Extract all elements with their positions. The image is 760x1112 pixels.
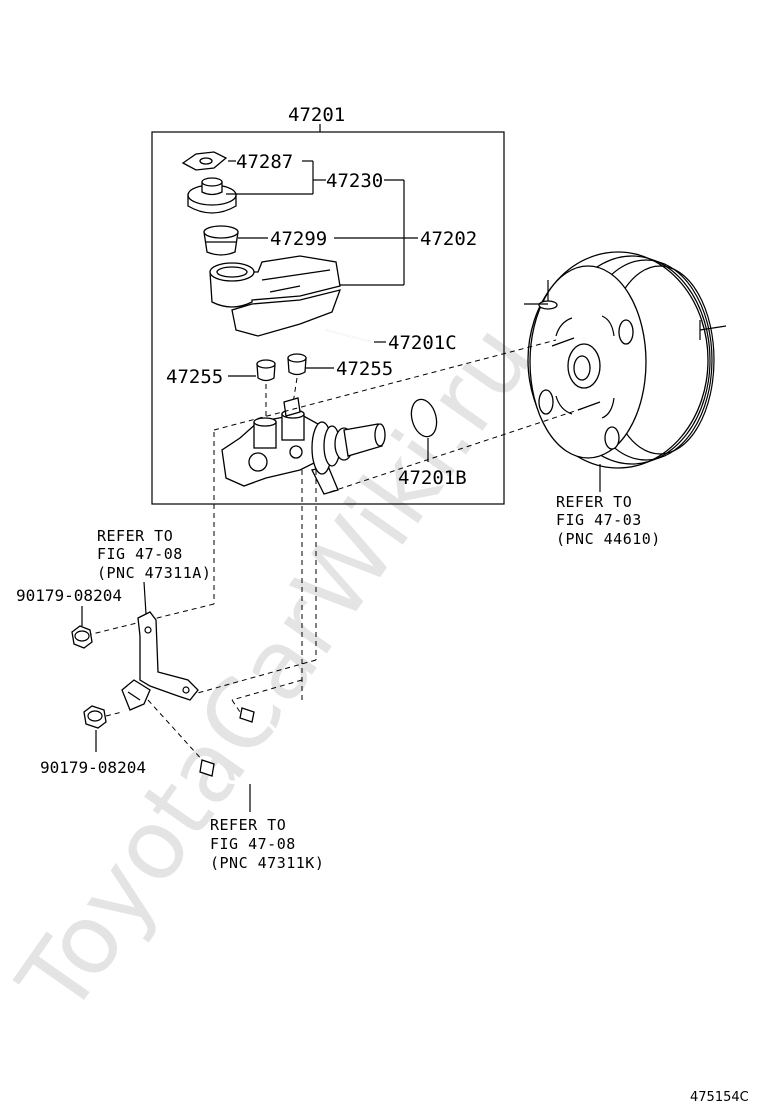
label-47230[interactable]: 47230 — [326, 170, 383, 192]
ref-bottom-line2[interactable]: FIG 47-08 — [210, 835, 296, 853]
label-47202[interactable]: 47202 — [420, 228, 477, 250]
strainer-47299[interactable] — [203, 225, 239, 256]
watermark: ToyotaCarWiki.ru — [0, 305, 554, 1034]
gasket-47287[interactable] — [181, 151, 228, 171]
pin-47201C[interactable] — [325, 329, 373, 343]
label-47201C[interactable]: 47201C — [388, 332, 457, 354]
master-cylinder-body[interactable] — [221, 397, 386, 495]
label-47201[interactable]: 47201 — [288, 104, 345, 126]
nut-top[interactable] — [71, 625, 93, 649]
ref-bottom-line3[interactable]: (PNC 47311K) — [210, 854, 324, 872]
brake-booster[interactable] — [524, 251, 727, 469]
assembly-frame — [151, 131, 505, 505]
ref-booster-line3[interactable]: (PNC 44610) — [556, 530, 661, 548]
ref-booster-line1[interactable]: REFER TO — [556, 493, 632, 511]
label-47287[interactable]: 47287 — [236, 151, 293, 173]
nut-bottom[interactable] — [83, 705, 107, 729]
o-ring-47201B[interactable] — [407, 397, 440, 440]
label-47255-left[interactable]: 47255 — [166, 366, 223, 388]
label-47201B[interactable]: 47201B — [398, 467, 467, 489]
ref-booster-line2[interactable]: FIG 47-03 — [556, 511, 642, 529]
grommet-47255-left[interactable] — [256, 359, 276, 382]
reservoir-cap-47230[interactable] — [187, 177, 237, 214]
label-47299[interactable]: 47299 — [270, 228, 327, 250]
ref-upper-line3[interactable]: (PNC 47311A) — [97, 564, 211, 582]
grommet-47255-right[interactable] — [287, 353, 307, 376]
pipe-bracket[interactable] — [121, 611, 199, 711]
label-47255-right[interactable]: 47255 — [336, 358, 393, 380]
label-nut-bottom[interactable]: 90179-08204 — [40, 758, 146, 777]
figure-code: 475154C — [690, 1090, 749, 1105]
label-nut-top[interactable]: 90179-08204 — [16, 586, 122, 605]
ref-bottom-line1[interactable]: REFER TO — [210, 816, 286, 834]
brake-tube[interactable] — [199, 707, 280, 786]
ref-upper-line1[interactable]: REFER TO — [97, 527, 173, 545]
ref-upper-line2[interactable]: FIG 47-08 — [97, 545, 183, 563]
reservoir-47202[interactable] — [209, 255, 342, 337]
